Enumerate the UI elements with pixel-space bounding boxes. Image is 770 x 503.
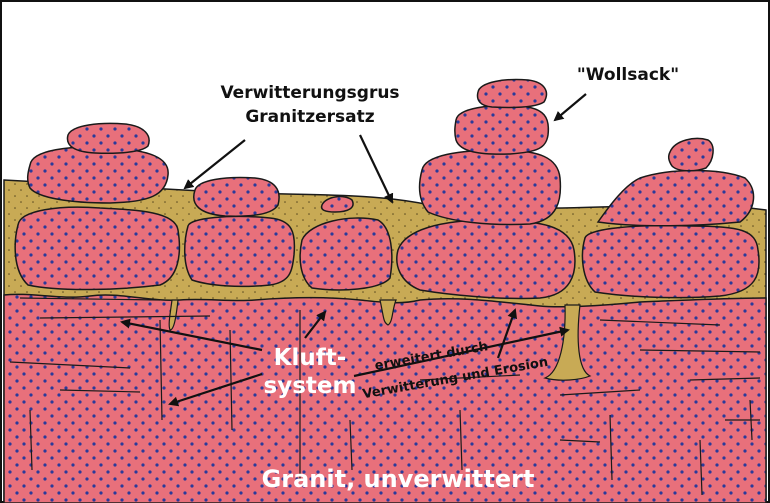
label-granit: Granit, unverwittert — [262, 465, 535, 493]
label-grus-line1: Verwitterungsgrus — [220, 83, 399, 103]
block-1c — [300, 218, 392, 290]
block-3c — [478, 80, 547, 108]
block-2b — [194, 178, 279, 217]
block-1a — [15, 207, 179, 289]
label-grus-line2: Granitzersatz — [245, 107, 374, 127]
block-1e — [582, 226, 759, 298]
block-2d — [420, 150, 561, 225]
block-3a — [67, 123, 149, 153]
block-2a — [28, 147, 168, 203]
label-kluft-line1: Kluft- — [274, 345, 347, 371]
block-1b — [185, 216, 295, 286]
block-1d — [397, 220, 575, 298]
block-3b — [455, 106, 549, 155]
label-wollsack: "Wollsack" — [577, 65, 679, 85]
label-kluft-line2: system — [264, 373, 357, 399]
